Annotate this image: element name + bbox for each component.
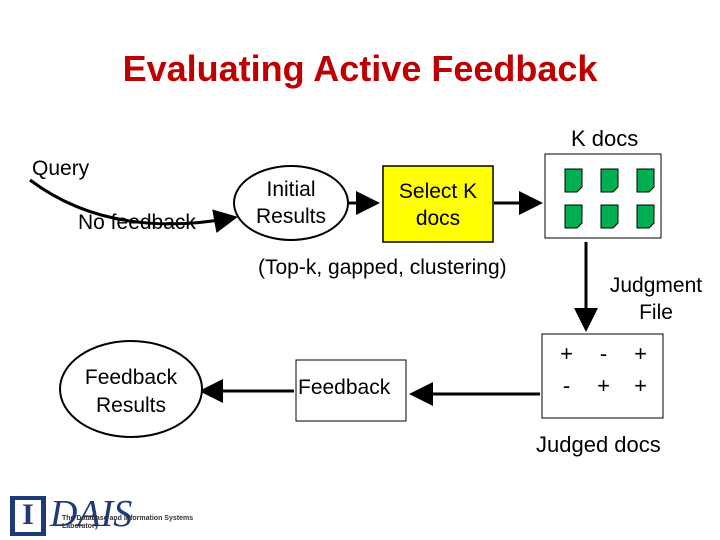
judged-docs-box xyxy=(541,333,664,419)
judgment-mark: + xyxy=(634,373,647,398)
doc-icon xyxy=(600,168,619,193)
feedback-results-line-1: Feedback xyxy=(84,366,178,389)
judgment-file-label: Judgment File xyxy=(596,272,716,326)
no-feedback-label: No feedback xyxy=(78,211,196,234)
select-k-docs-line-2: docs xyxy=(415,207,461,230)
initial-results-oval xyxy=(233,165,349,241)
initial-results-line-2: Results xyxy=(255,205,327,228)
doc-icon xyxy=(564,204,583,229)
feedback-results-oval xyxy=(59,340,203,438)
select-k-docs-line-1: Select K xyxy=(398,180,478,203)
logo-letter: I xyxy=(22,498,34,531)
query-to-results-arrow xyxy=(29,178,238,233)
judgments-grid: + - + - + + xyxy=(548,338,660,402)
logo-name: DAIS xyxy=(50,493,133,535)
k-docs-label: K docs xyxy=(571,126,639,151)
doc-icon xyxy=(636,168,655,193)
initial-results-line-1: Initial xyxy=(266,178,316,201)
dais-logo xyxy=(10,496,46,536)
judgment-mark: + xyxy=(634,341,647,366)
judged-docs-label: Judged docs xyxy=(536,432,661,457)
judgment-mark: + xyxy=(560,341,573,366)
doc-icon xyxy=(564,168,583,193)
initial-results-label: Initial Results xyxy=(236,176,346,230)
doc-icon xyxy=(636,204,655,229)
doc-icon xyxy=(600,204,619,229)
judgment-mark: + xyxy=(597,373,610,398)
feedback-label: Feedback xyxy=(298,376,391,399)
doc-icons xyxy=(564,168,655,229)
judgment-mark: - xyxy=(599,341,608,366)
selection-methods-label: (Top-k, gapped, clustering) xyxy=(258,256,507,279)
slide-title: Evaluating Active Feedback xyxy=(122,48,598,89)
select-k-docs-label: Select K docs xyxy=(383,178,493,232)
logo-caption: The Database and Information Systems Lab… xyxy=(62,515,194,530)
feedback-results-line-2: Results xyxy=(95,394,167,417)
judgment-mark: - xyxy=(562,373,571,398)
judgment-file-line-1: Judgment xyxy=(609,274,703,297)
select-k-docs-box xyxy=(382,165,494,243)
judgment-file-line-2: File xyxy=(639,301,673,324)
query-label: Query xyxy=(32,157,90,180)
feedback-box xyxy=(295,359,407,422)
feedback-results-label: Feedback Results xyxy=(61,364,201,420)
